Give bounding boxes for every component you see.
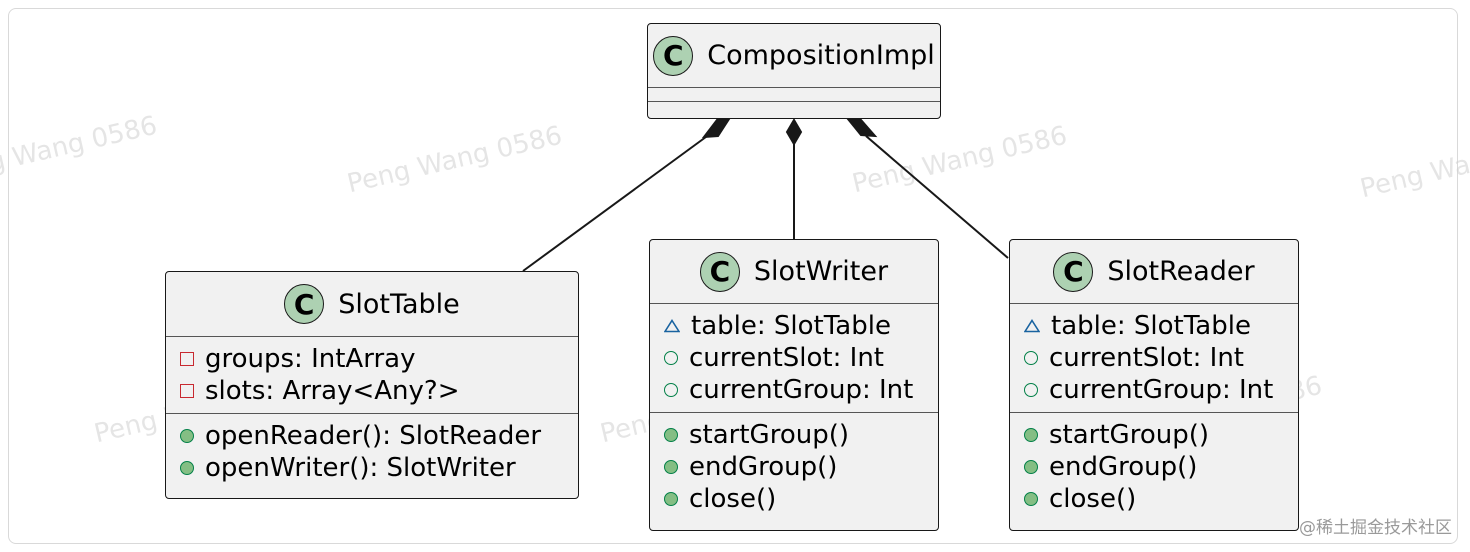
field-row: table: SlotTable (664, 310, 938, 342)
method-row: startGroup() (1024, 419, 1298, 451)
private-visibility-icon (180, 352, 194, 366)
empty-methods-section (648, 102, 940, 116)
fields-section: table: SlotTable currentSlot: Int curren… (650, 304, 938, 413)
field-row: currentGroup: Int (664, 374, 938, 406)
method-text: startGroup() (689, 420, 849, 450)
field-row: slots: Array<Any?> (180, 375, 578, 407)
method-row: endGroup() (1024, 451, 1298, 483)
composition-link-slot-table (522, 117, 731, 272)
public-visibility-icon (664, 492, 678, 506)
public-visibility-icon (1024, 460, 1038, 474)
composition-link-slot-writer (785, 118, 803, 239)
method-row: openReader(): SlotReader (180, 420, 578, 452)
class-header: C SlotReader (1010, 240, 1298, 304)
class-header: C SlotWriter (650, 240, 938, 304)
package-visibility-icon (664, 319, 680, 333)
field-text: table: SlotTable (1051, 311, 1251, 341)
public-visibility-icon (664, 383, 678, 397)
private-visibility-icon (180, 384, 194, 398)
field-row: groups: IntArray (180, 343, 578, 375)
public-visibility-icon (180, 461, 194, 475)
field-text: currentSlot: Int (689, 343, 884, 373)
diagram-frame (8, 8, 1458, 544)
method-row: close() (664, 483, 938, 515)
public-visibility-icon (1024, 351, 1038, 365)
method-text: startGroup() (1049, 420, 1209, 450)
field-text: currentGroup: Int (689, 375, 914, 405)
method-row: endGroup() (664, 451, 938, 483)
field-text: currentGroup: Int (1049, 375, 1274, 405)
class-name: CompositionImpl (707, 40, 935, 71)
public-visibility-icon (664, 460, 678, 474)
source-credit: @稀土掘金技术社区 (1299, 518, 1452, 538)
class-slot-table[interactable]: C SlotTable groups: IntArray slots: Arra… (165, 271, 579, 499)
public-visibility-icon (1024, 492, 1038, 506)
field-text: groups: IntArray (205, 344, 416, 374)
field-text: slots: Array<Any?> (205, 376, 460, 406)
class-composition-impl[interactable]: C CompositionImpl (647, 23, 941, 119)
public-visibility-icon (664, 428, 678, 442)
class-stereotype-icon: C (284, 284, 325, 324)
class-header: C SlotTable (166, 272, 578, 337)
public-visibility-icon (1024, 383, 1038, 397)
public-visibility-icon (180, 429, 194, 443)
fields-section: table: SlotTable currentSlot: Int curren… (1010, 304, 1298, 413)
package-visibility-icon (1024, 319, 1040, 333)
field-row: table: SlotTable (1024, 310, 1298, 342)
method-text: endGroup() (689, 452, 838, 482)
class-stereotype-icon: C (699, 251, 740, 292)
methods-section: startGroup() endGroup() close() (650, 413, 938, 521)
class-name: SlotWriter (753, 256, 889, 287)
method-text: close() (689, 484, 777, 514)
class-slot-reader[interactable]: C SlotReader table: SlotTable currentSlo… (1009, 239, 1299, 531)
methods-section: startGroup() endGroup() close() (1010, 413, 1298, 521)
field-row: currentSlot: Int (1024, 342, 1298, 374)
method-text: close() (1049, 484, 1137, 514)
field-text: currentSlot: Int (1049, 343, 1244, 373)
field-text: table: SlotTable (691, 311, 891, 341)
method-text: openWriter(): SlotWriter (205, 453, 516, 483)
method-text: endGroup() (1049, 452, 1198, 482)
class-header: C CompositionImpl (648, 24, 940, 88)
public-visibility-icon (664, 351, 678, 365)
empty-fields-section (648, 88, 940, 102)
field-row: currentSlot: Int (664, 342, 938, 374)
public-visibility-icon (1024, 428, 1038, 442)
class-slot-writer[interactable]: C SlotWriter table: SlotTable currentSlo… (649, 239, 939, 531)
class-name: SlotReader (1107, 256, 1255, 287)
fields-section: groups: IntArray slots: Array<Any?> (166, 337, 578, 414)
class-stereotype-icon: C (1053, 251, 1094, 292)
method-row: openWriter(): SlotWriter (180, 452, 578, 484)
methods-section: openReader(): SlotReader openWriter(): S… (166, 414, 578, 490)
method-row: close() (1024, 483, 1298, 515)
method-text: openReader(): SlotReader (205, 421, 542, 451)
class-stereotype-icon: C (653, 35, 694, 76)
field-row: currentGroup: Int (1024, 374, 1298, 406)
method-row: startGroup() (664, 419, 938, 451)
class-name: SlotTable (338, 288, 460, 320)
composition-link-slot-reader (845, 117, 1009, 259)
